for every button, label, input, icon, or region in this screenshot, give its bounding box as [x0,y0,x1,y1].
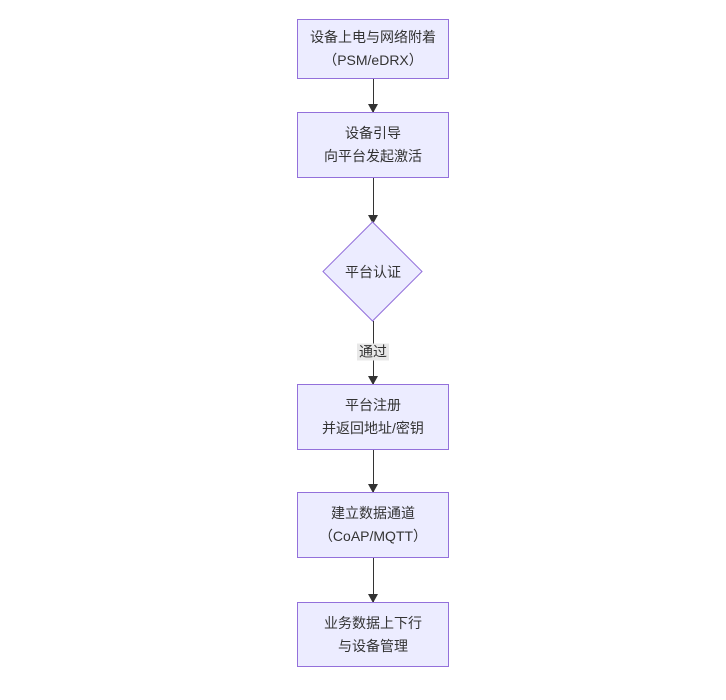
edge-label-pass: 通过 [357,343,389,361]
node-text: 向平台发起激活 [324,148,422,164]
edge-line [372,558,374,602]
edge-line [372,178,374,223]
node-bootstrap: 设备引导 向平台发起激活 [297,112,449,178]
node-text: 与设备管理 [338,637,408,654]
node-text: 设备上电与网络附着 [310,29,436,45]
arrow-down-icon [368,215,378,224]
node-register: 平台注册 并返回地址/密钥 [297,384,449,450]
node-text: （CoAP/MQTT） [318,528,428,544]
node-text: 设备引导 [345,125,401,141]
node-text: 平台注册 [345,397,401,413]
node-text: 并返回地址/密钥 [322,420,424,436]
node-text: 平台认证 [345,264,401,280]
node-text: 业务数据上下行 [324,614,422,631]
node-text: 建立数据通道 [331,505,415,521]
node-device-power-on: 设备上电与网络附着 （PSM/eDRX） [297,19,449,79]
edge-line [372,79,374,112]
arrow-down-icon [368,376,378,385]
arrow-down-icon [368,104,378,113]
node-business-data: 业务数据上下行 与设备管理 [297,602,449,667]
edge-line [372,450,374,492]
node-data-channel: 建立数据通道 （CoAP/MQTT） [297,492,449,558]
arrow-down-icon [368,484,378,493]
node-text: （PSM/eDRX） [323,52,423,68]
arrow-down-icon [368,594,378,603]
